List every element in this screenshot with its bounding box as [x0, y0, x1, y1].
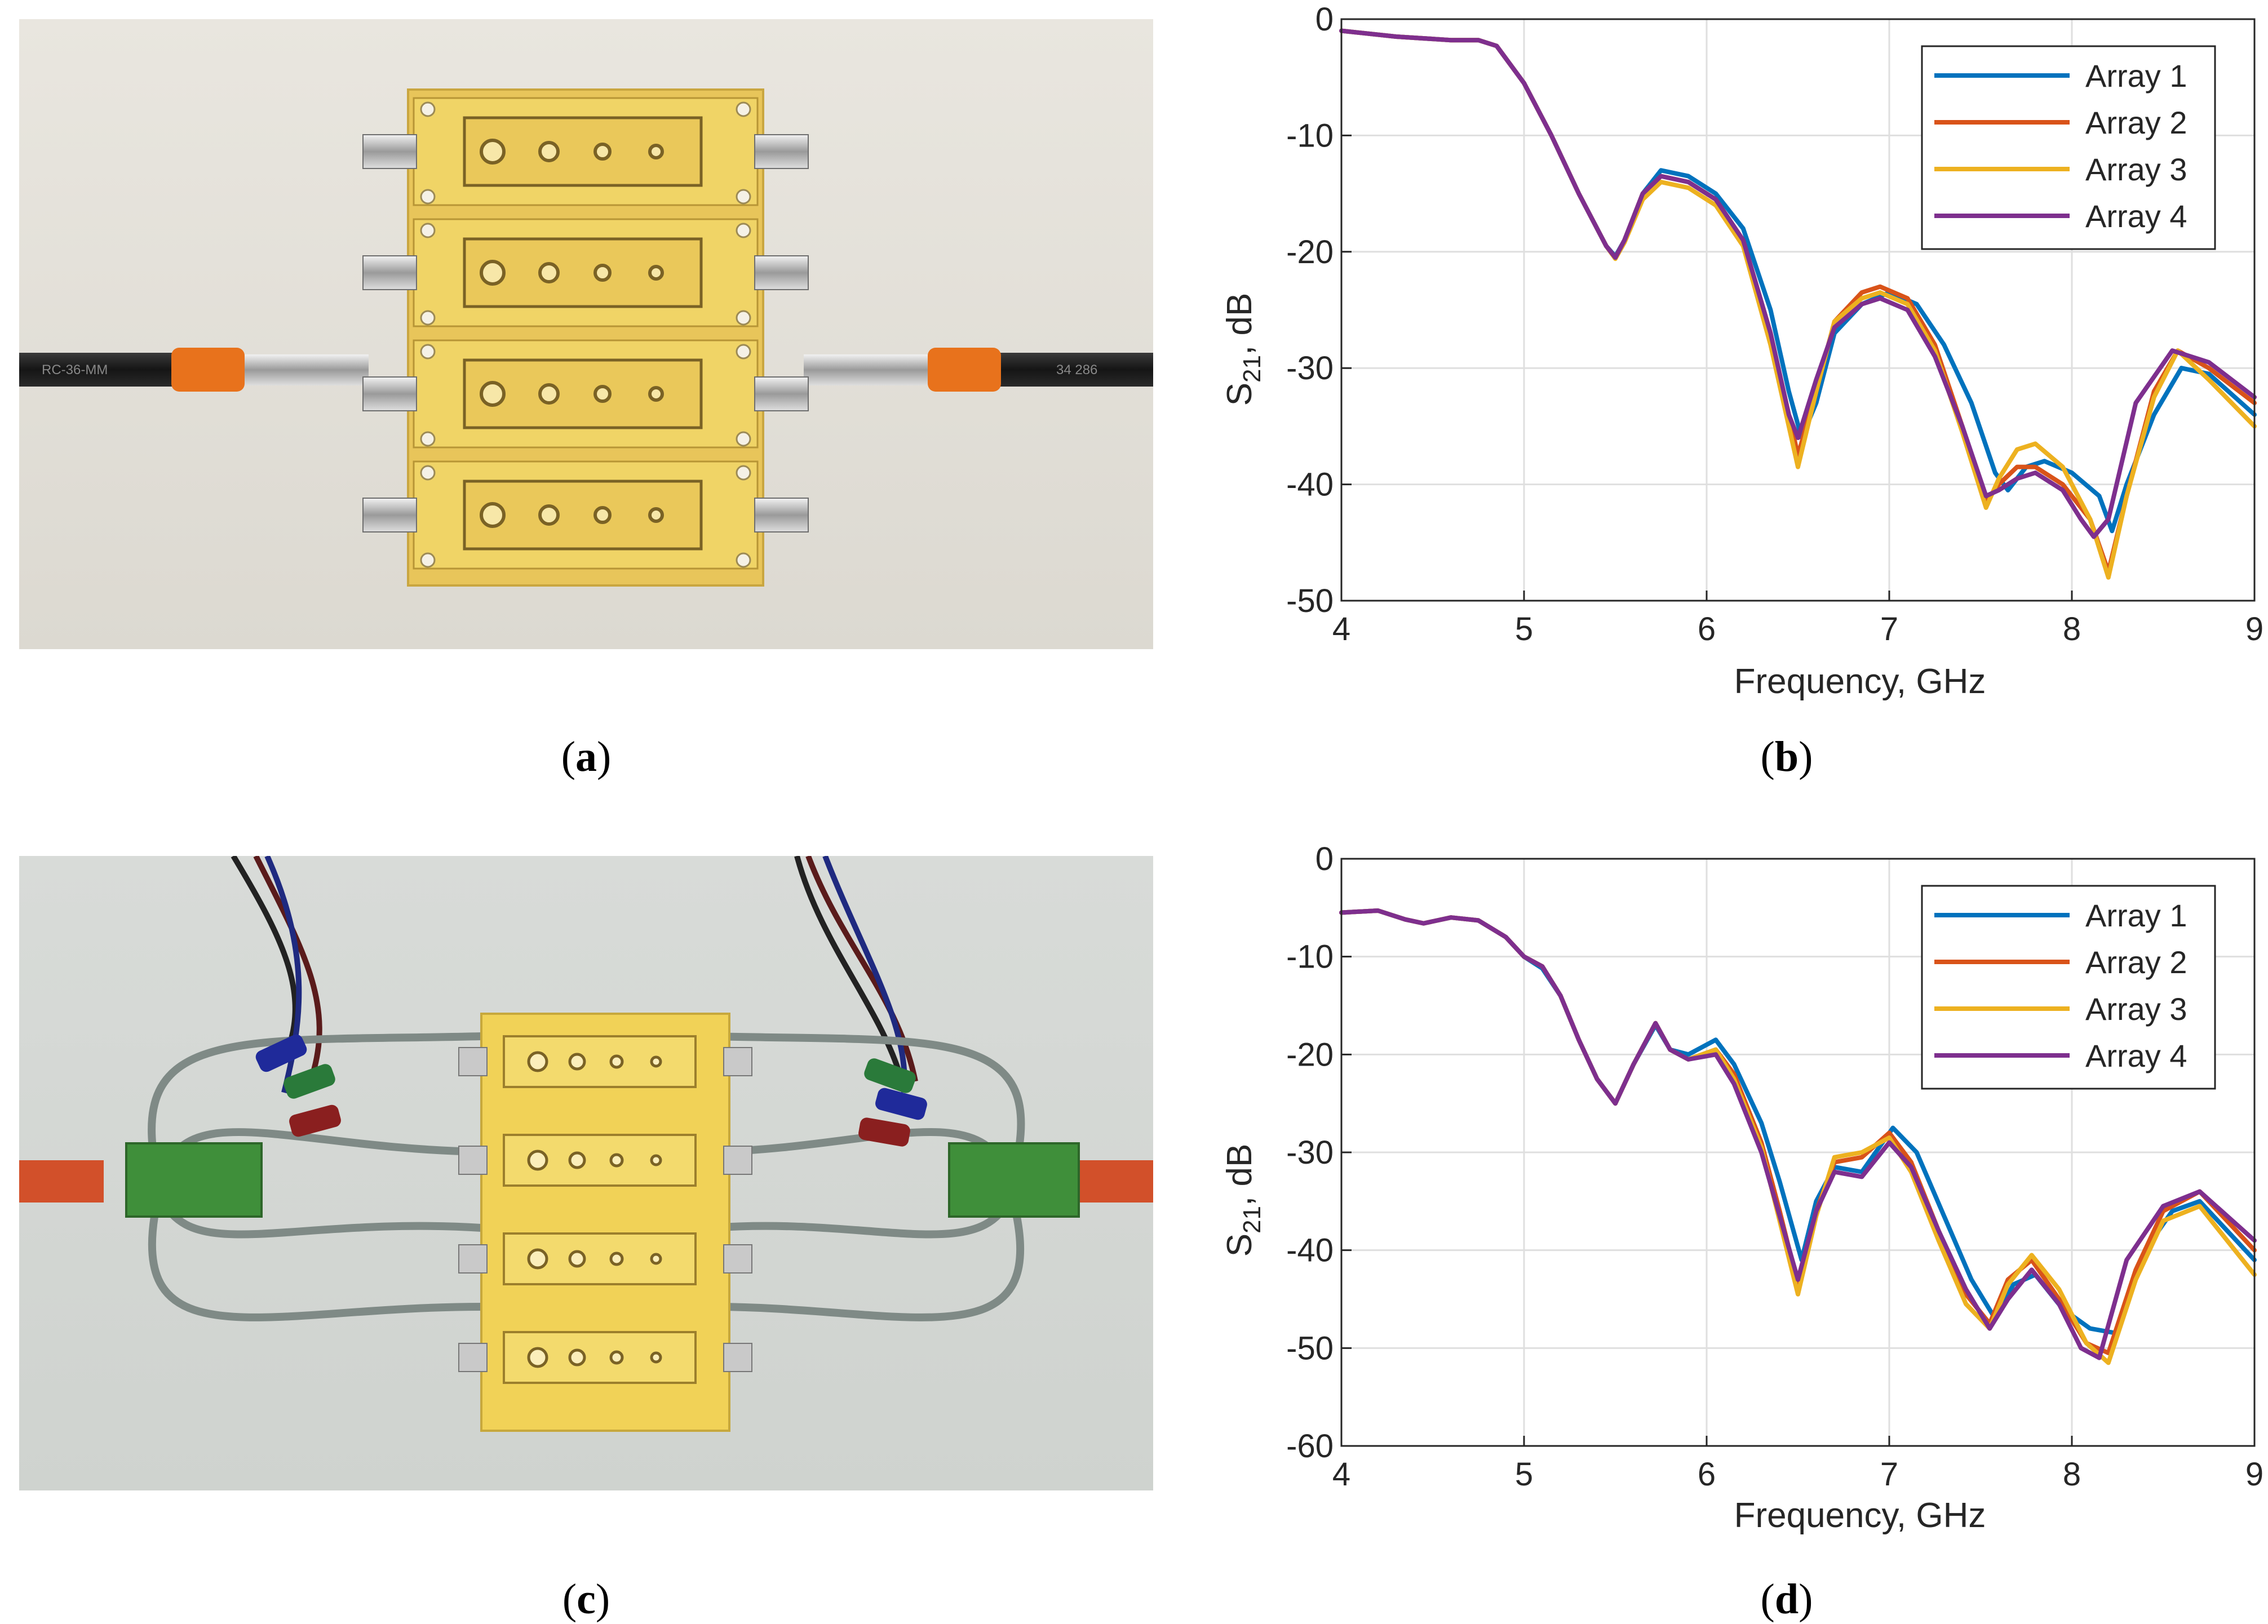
cable-right	[989, 353, 1153, 387]
adapter-left	[245, 354, 369, 385]
legend-label-4: Array 4	[2085, 1038, 2187, 1073]
legend: Array 1 Array 2 Array 3 Array 4	[1921, 45, 2216, 250]
y-tick-label: -40	[1286, 467, 1334, 503]
y-tick-label: 0	[1315, 1, 1334, 38]
divider-right	[948, 1142, 1080, 1218]
axes-box	[1340, 18, 2256, 602]
y-tick-label: -10	[1286, 939, 1334, 975]
series-line-4	[1339, 908, 2257, 1360]
cable-print-left: RC-36-MM	[42, 362, 108, 378]
x-axis-label: Frequency, GHz	[1734, 1496, 1986, 1535]
photo-a: RC-36-MM 34 286	[19, 19, 1153, 649]
orange-sleeve-left	[171, 348, 245, 392]
x-tick-label: 9	[2245, 611, 2263, 647]
divider-left	[125, 1142, 263, 1218]
panel-label-b: (b)	[1760, 733, 1813, 780]
y-axis-label: S21, dB	[1220, 293, 1266, 406]
legend-label-2: Array 2	[2085, 105, 2187, 140]
x-tick-label: 7	[1880, 1456, 1898, 1493]
sma-connectors	[458, 1047, 752, 1372]
y-axis-label: S21, dB	[1220, 1144, 1266, 1257]
panel-label-c: (c)	[562, 1576, 610, 1623]
resonators	[527, 1051, 662, 1368]
x-axis-label: Frequency, GHz	[1734, 662, 1986, 701]
x-tick-label: 4	[1332, 1456, 1350, 1493]
filter-cavities	[503, 1035, 697, 1384]
panel-label-d: (d)	[1760, 1576, 1813, 1623]
y-tick-label: -60	[1286, 1428, 1334, 1465]
series-line-4	[1339, 28, 2257, 539]
chart-d-svg: S21, dB Frequency, GHz 4 5 6 7 8 9 0 -10 -20 -30 -…	[1220, 841, 2263, 1535]
cable-left	[19, 1160, 104, 1203]
panel-label-a: (a)	[561, 733, 612, 780]
y-tick-label: -20	[1286, 234, 1334, 270]
chart-d: S21, dB Frequency, GHz 4 5 6 7 8 9 0 -10 -20 -30 -…	[1195, 840, 2268, 1567]
legend-label-3: Array 3	[2085, 152, 2187, 187]
legend-label-2: Array 2	[2085, 944, 2187, 980]
coax-cables	[148, 1032, 1025, 1321]
setup-photo-c	[19, 856, 1153, 1490]
y-tick-label: -20	[1286, 1036, 1334, 1073]
legend-label-1: Array 1	[2085, 898, 2187, 933]
orange-sleeve-right	[928, 348, 1001, 392]
legend: Array 1 Array 2 Array 3 Array 4	[1921, 885, 2216, 1090]
x-tick-label: 5	[1515, 611, 1533, 647]
x-tick-label: 6	[1698, 1456, 1716, 1493]
cable-left	[19, 353, 183, 387]
x-tick-label: 6	[1698, 611, 1716, 647]
chart-b-svg: S21, dB Frequency, GHz 4 5 6 7 8 9 0 -10 -20 -30 -…	[1220, 1, 2263, 701]
y-tick-label: -50	[1286, 583, 1334, 619]
legend-label-4: Array 4	[2085, 198, 2187, 234]
y-tick-label: 0	[1315, 841, 1334, 877]
adapter-right	[804, 354, 928, 385]
legend-label-3: Array 3	[2085, 991, 2187, 1027]
x-tick-label: 9	[2245, 1456, 2263, 1493]
y-tick-label: -50	[1286, 1330, 1334, 1366]
x-tick-label: 8	[2063, 611, 2081, 647]
y-tick-label: -30	[1286, 1134, 1334, 1171]
x-tick-label: 8	[2063, 1456, 2081, 1493]
y-tick-label: -30	[1286, 350, 1334, 387]
corner-posts	[420, 101, 751, 568]
y-tick-label: -40	[1286, 1232, 1334, 1269]
sma-connectors	[362, 134, 809, 533]
x-tick-label: 5	[1515, 1456, 1533, 1493]
legend-label-1: Array 1	[2085, 58, 2187, 94]
board-2	[413, 218, 759, 327]
cable-right	[1079, 1160, 1153, 1203]
setup-photo-a: RC-36-MM 34 286	[19, 19, 1153, 649]
board-1	[413, 97, 759, 206]
test-clips	[255, 1034, 927, 1147]
y-tick-label: -10	[1286, 117, 1334, 154]
board-4	[413, 460, 759, 570]
x-tick-label: 4	[1332, 611, 1350, 647]
resonators	[480, 139, 664, 528]
chart-b: S21, dB Frequency, GHz 4 5 6 7 8 9 0 -10 -20 -30 -…	[1195, 0, 2268, 716]
board-3	[413, 339, 759, 449]
cable-print-right: 34 286	[1056, 362, 1097, 378]
x-tick-label: 7	[1880, 611, 1898, 647]
photo-c	[19, 856, 1153, 1490]
